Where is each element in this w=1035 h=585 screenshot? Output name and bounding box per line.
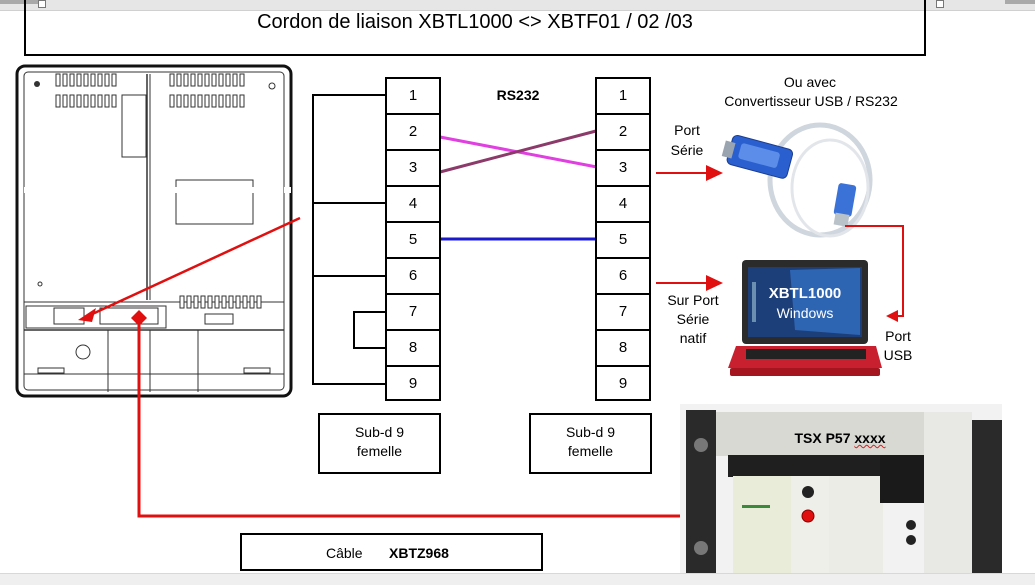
title-box: Cordon de liaison XBTL1000 <> XBTF01 / 0…	[24, 0, 926, 56]
laptop-os: Windows	[776, 305, 834, 321]
cable-label: Câble	[326, 545, 363, 561]
plc-terminal-port	[801, 509, 815, 523]
status-bar	[0, 573, 1035, 585]
left-connector-pins: 1 2 3 4 5 6 7 8 9	[385, 77, 441, 401]
right-pin: 7	[595, 293, 651, 329]
plc-label-prefix: TSX P57	[794, 430, 851, 446]
ruler	[0, 0, 1035, 11]
right-pin: 2	[595, 113, 651, 149]
plc-label: TSX P57 xxxx	[775, 429, 905, 448]
left-pin: 1	[385, 77, 441, 113]
native-port-label-line1: Sur Port	[667, 292, 719, 308]
usb-port-arrowhead	[886, 310, 898, 322]
usb-port-label-line2: USB	[883, 347, 913, 363]
right-pin: 9	[595, 365, 651, 401]
left-connector-type-line1: Sub-d 9	[354, 424, 405, 440]
serial-port-label-line1: Port	[674, 122, 700, 138]
ruler-margin-right	[1005, 0, 1035, 4]
left-pin: 7	[385, 293, 441, 329]
left-pin: 3	[385, 149, 441, 185]
right-pin: 6	[595, 257, 651, 293]
right-pin: 4	[595, 185, 651, 221]
usb-port-label-line1: Port	[885, 328, 911, 344]
hmi-port-arrowhead	[78, 308, 96, 322]
wire-3-to-2	[439, 129, 597, 174]
converter-label-line2: Convertisseur USB / RS232	[724, 93, 898, 109]
native-port-arrowhead	[706, 275, 723, 291]
left-pin: 5	[385, 221, 441, 257]
left-pin: 9	[385, 365, 441, 401]
laptop-title: XBTL1000	[768, 285, 842, 302]
right-connector-type-line1: Sub-d 9	[565, 424, 616, 440]
right-connector-type-box	[529, 413, 652, 474]
laptop-image	[728, 260, 882, 376]
native-port-label-line3: natif	[679, 330, 707, 346]
right-pin: 8	[595, 329, 651, 365]
right-pin: 1	[595, 77, 651, 113]
left-pin: 6	[385, 257, 441, 293]
left-connector-type-box	[318, 413, 441, 474]
plc-tsx-p57-image	[680, 404, 1002, 574]
serial-port-label-line2: Série	[670, 142, 704, 158]
converter-label-line1: Ou avec	[783, 74, 837, 90]
ruler-margin-left	[0, 0, 38, 4]
right-pin: 3	[595, 149, 651, 185]
right-indent-marker[interactable]	[936, 0, 944, 8]
left-connector-type-line2: femelle	[356, 443, 403, 459]
serial-port-arrowhead	[706, 165, 723, 181]
native-port-label-line2: Série	[676, 311, 710, 327]
xbtz968-cable-line	[137, 318, 808, 518]
document-title: Cordon de liaison XBTL1000 <> XBTF01 / 0…	[257, 11, 693, 33]
indent-marker[interactable]	[38, 0, 46, 8]
cable-reference: XBTZ968	[389, 545, 449, 561]
plc-label-suffix: xxxx	[854, 430, 886, 446]
hmi-device-back	[15, 64, 293, 398]
usb-rs232-converter-image	[721, 122, 873, 238]
right-connector-pins: 1 2 3 4 5 6 7 8 9	[595, 77, 651, 401]
right-connector-type-line2: femelle	[567, 443, 614, 459]
left-pin: 2	[385, 113, 441, 149]
left-bridge-wires	[312, 94, 386, 385]
protocol-label: RS232	[496, 87, 540, 103]
hmi-port-arrow-line	[87, 216, 301, 318]
left-pin: 4	[385, 185, 441, 221]
right-pin: 5	[595, 221, 651, 257]
cable-box: Câble XBTZ968	[240, 533, 543, 571]
left-pin: 8	[385, 329, 441, 365]
wire-2-to-3	[439, 135, 603, 170]
